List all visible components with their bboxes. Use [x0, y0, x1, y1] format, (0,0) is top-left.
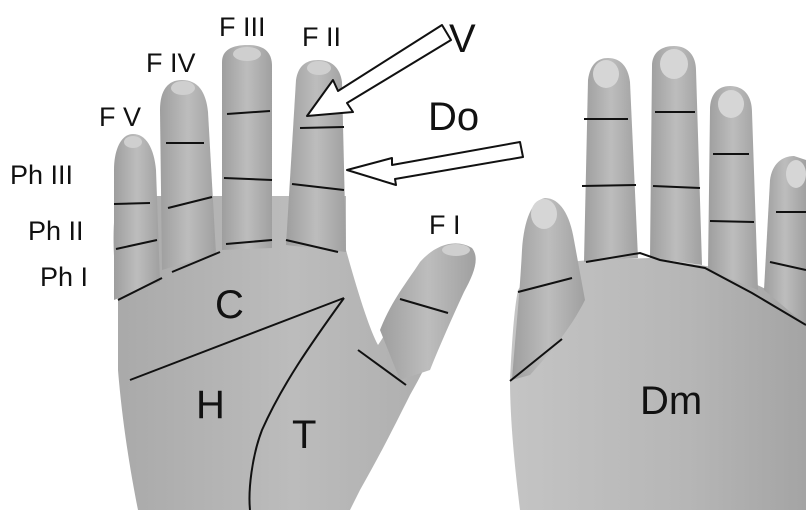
- nail-f3: [233, 47, 261, 61]
- label-f4: F IV: [146, 48, 196, 78]
- label-f2: F II: [302, 22, 341, 52]
- back-nail-index: [593, 60, 619, 88]
- back-nail-little: [786, 160, 806, 188]
- label-do: Do: [428, 95, 479, 139]
- nail-f4: [171, 81, 195, 95]
- label-f1: F I: [429, 210, 461, 240]
- label-ph1: Ph I: [40, 262, 88, 292]
- label-h: H: [196, 383, 225, 427]
- label-t: T: [292, 413, 316, 457]
- label-dm: Dm: [640, 379, 702, 423]
- back-finger-index: [584, 58, 638, 262]
- nail-f2: [307, 61, 331, 75]
- back-finger-middle: [650, 46, 702, 265]
- back-nail-ring: [718, 90, 744, 118]
- label-f5: F V: [99, 102, 141, 132]
- label-ph3: Ph III: [10, 160, 73, 190]
- label-f3: F III: [219, 12, 266, 42]
- nail-f5: [124, 136, 142, 148]
- back-nail-middle: [660, 49, 688, 79]
- label-v: V: [449, 17, 476, 61]
- finger-f3: [222, 45, 272, 250]
- finger-f5: [114, 134, 160, 300]
- label-ph2: Ph II: [28, 216, 84, 246]
- nail-f1: [442, 244, 470, 256]
- label-c: C: [215, 283, 244, 327]
- back-nail-thumb: [531, 199, 557, 229]
